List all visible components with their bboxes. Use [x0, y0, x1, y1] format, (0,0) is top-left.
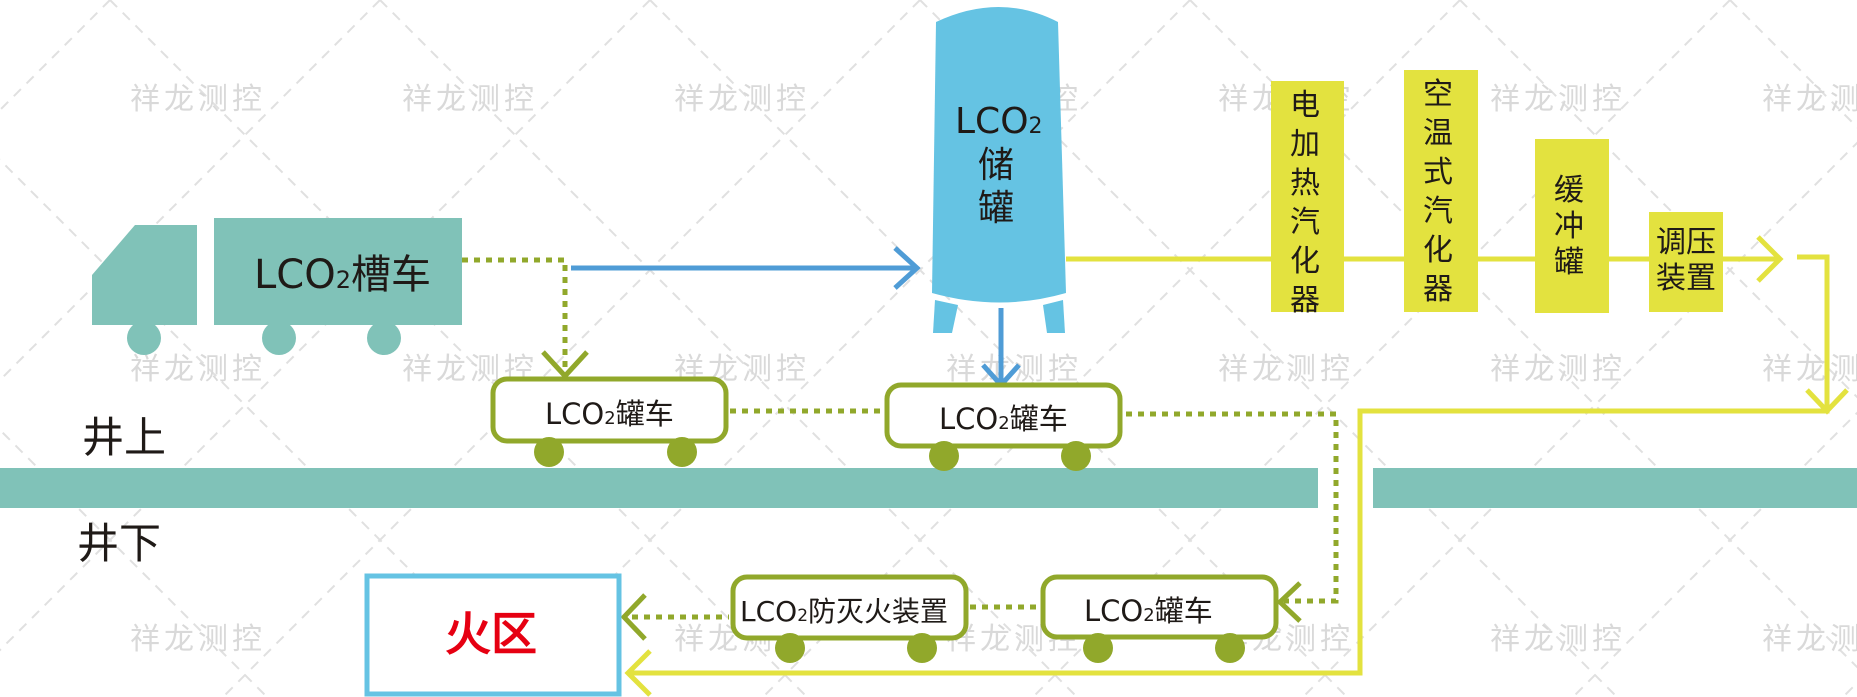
above-ground-label: 井上 [82, 413, 166, 462]
arrow-right-icon [893, 246, 921, 290]
tank-leg [1043, 300, 1065, 333]
electric-vaporizer-char: 器 [1290, 283, 1320, 318]
truck-wheel [127, 321, 161, 355]
ambient-vaporizer-char: 化 [1423, 233, 1453, 268]
watermark-text: 祥龙测控 [1490, 82, 1626, 117]
car-body [1040, 574, 1279, 640]
tank-leg [933, 300, 958, 333]
surface-tank-car-2: LCO2罐车 [884, 382, 1123, 471]
arrow-left-icon [624, 649, 652, 697]
tank-body [932, 7, 1066, 303]
lattice-line [109, 0, 808, 697]
truck-body [214, 218, 462, 325]
fire-zone: 火区 [364, 573, 622, 697]
car-label: LCO2罐车 [1084, 594, 1213, 628]
fire-zone-label: 火区 [445, 607, 537, 661]
electric-vaporizer-char: 热 [1290, 166, 1320, 201]
arrow-left-icon [1276, 581, 1302, 623]
underground-tank-car: LCO2罐车 [1040, 574, 1279, 663]
device-label: LCO2防灭火装置 [740, 595, 948, 628]
tank-label-line2: 储 [978, 145, 1014, 186]
buffer-tank-char: 罐 [1554, 245, 1584, 280]
device-wheel [775, 633, 805, 663]
supply-pipe-to-fire-zone [628, 254, 1830, 676]
watermark-text: 祥龙测控 [1762, 352, 1857, 387]
car-wheel [1215, 633, 1245, 663]
watermark-text: 祥龙测控 [130, 622, 266, 657]
electric-vaporizer-char: 加 [1290, 127, 1320, 162]
lattice-line [492, 0, 1191, 697]
arrow-down-icon [541, 350, 589, 380]
fire-zone-box [364, 573, 622, 697]
tank-label-line3: 罐 [978, 188, 1014, 229]
pressure-regulator-line1: 调压 [1656, 225, 1716, 260]
ambient-vaporizer-box [1404, 70, 1478, 312]
lattice-line [1459, 0, 1857, 399]
watermark-text: 祥龙测控 [402, 82, 538, 117]
lattice-line [1729, 0, 1857, 129]
ambient-vaporizer-char: 汽 [1423, 194, 1453, 229]
lattice-line [0, 0, 111, 112]
watermark-text: 祥龙测控 [674, 82, 810, 117]
watermark-text: 祥龙测控 [1218, 352, 1354, 387]
lattice-line [0, 0, 651, 652]
truck-wheel [262, 321, 296, 355]
arrow-down-icon [1805, 388, 1849, 415]
tank-label-line1: LCO2 [955, 101, 1043, 142]
surface-tank-car-1: LCO2罐车 [490, 376, 729, 467]
tanker-truck: LCO2槽车 [92, 218, 462, 355]
lattice-line [1032, 0, 1731, 697]
watermark-text: 祥龙测控 [1490, 622, 1626, 657]
watermark-text: 祥龙测控 [130, 352, 266, 387]
ambient-vaporizer-char: 温 [1423, 116, 1453, 151]
truck-cab [92, 225, 197, 325]
car2-to-underground-flow [1126, 411, 1339, 604]
car-body [490, 376, 729, 444]
ambient-vaporizer-char: 空 [1423, 77, 1453, 112]
electric-vaporizer-box [1271, 81, 1344, 312]
storage-tank: LCO2 储 罐 [932, 7, 1066, 333]
car-label: LCO2罐车 [939, 402, 1068, 436]
underground-label: 井下 [77, 519, 161, 568]
watermark-text: 祥龙测控 [130, 82, 266, 117]
lattice-line [0, 158, 538, 697]
buffer-tank: 缓冲罐 [1535, 139, 1609, 313]
watermark-text: 祥龙测控 [1762, 622, 1857, 657]
lattice-line [0, 0, 381, 382]
pressure-regulator-line2: 装置 [1656, 261, 1716, 296]
car-wheel [1061, 441, 1091, 471]
pressure-regulator-box [1649, 212, 1723, 312]
car-wheel [1083, 633, 1113, 663]
electric-vaporizer-char: 电 [1290, 88, 1320, 123]
electric-vaporizer-char: 化 [1290, 244, 1320, 279]
fire-prevention-device: LCO2防灭火装置 [730, 574, 969, 663]
electric-vaporizer-char: 汽 [1290, 205, 1320, 240]
ground-band-right [1373, 468, 1857, 508]
lattice-line [222, 0, 921, 697]
car-wheel [929, 441, 959, 471]
car-wheel [667, 437, 697, 467]
ambient-vaporizer-char: 式 [1423, 155, 1453, 190]
buffer-tank-char: 冲 [1554, 209, 1584, 244]
truck-label: LCO2槽车 [254, 252, 431, 298]
lattice-line [1302, 141, 1857, 697]
car-label: LCO2罐车 [545, 397, 674, 431]
lattice-line [379, 0, 1078, 697]
car-body [884, 382, 1123, 449]
car-wheel [534, 437, 564, 467]
arrow-right-icon [1756, 235, 1784, 283]
device-body [730, 574, 969, 641]
watermark-text: 祥龙测控 [1490, 352, 1626, 387]
buffer-tank-box [1535, 139, 1609, 313]
watermark-text: 祥龙测控 [1762, 82, 1857, 117]
device-wheel [907, 633, 937, 663]
ambient-vaporizer-char: 器 [1423, 272, 1453, 307]
truck-wheel [367, 321, 401, 355]
arrow-left-icon [620, 593, 647, 641]
buffer-tank-char: 缓 [1554, 173, 1584, 208]
pressure-regulator: 调压 装置 [1649, 212, 1723, 312]
ground-band-left [0, 468, 1318, 508]
